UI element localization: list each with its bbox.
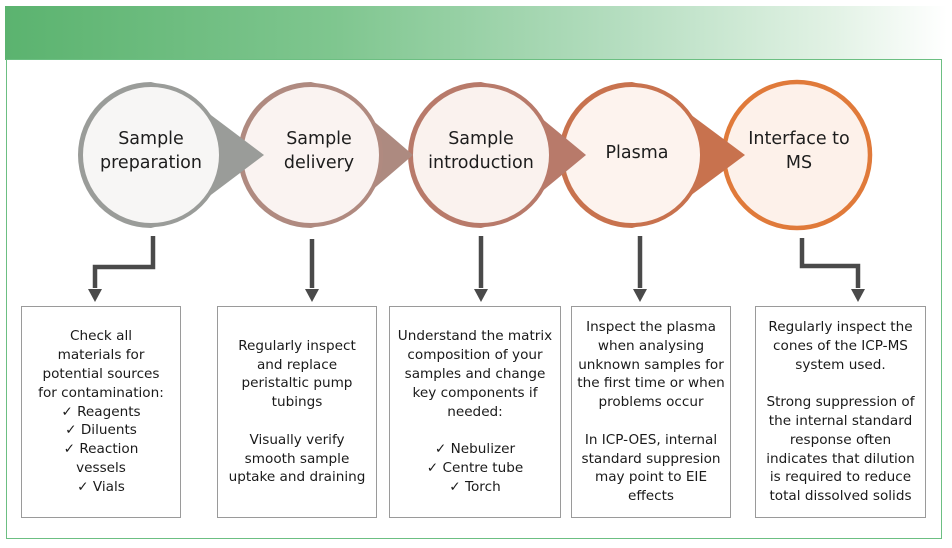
box-text: Regularly inspect [238, 337, 356, 354]
stage-label-sample-introduction: Sample introduction [411, 127, 551, 175]
box-text: is required to reduce [769, 469, 912, 486]
box-text: vessels [76, 459, 126, 476]
stage-label-line: Sample [286, 129, 352, 149]
stage-plasma [559, 82, 745, 228]
box-text: needed: [447, 403, 503, 420]
box-text: may point to EIE [594, 469, 708, 486]
box-text: Inspect the plasma [586, 319, 716, 336]
check-item: Diluents [65, 421, 137, 440]
arrowhead-2 [305, 289, 319, 302]
box-text: problems occur [598, 394, 704, 411]
box-text: unknown samples for [578, 356, 724, 373]
stage-sample-introduction [408, 82, 586, 228]
box-text: tubings [271, 394, 323, 411]
box-sample-delivery: Regularly inspect and replace peristalti… [217, 306, 377, 518]
box-text: standard suppresion [581, 450, 721, 467]
box-interface-to-ms: Regularly inspect the cones of the ICP-M… [755, 306, 926, 518]
box-text: In ICP-OES, internal [584, 431, 718, 448]
stage-label-line: delivery [283, 153, 355, 173]
arrowhead-3 [474, 289, 488, 302]
arrowhead-5 [851, 289, 865, 302]
box-text: for contamination: [38, 384, 164, 401]
box-text: Regularly inspect the [768, 319, 913, 336]
check-item: Reaction [64, 440, 138, 459]
stage-label-line: Interface to [748, 129, 850, 149]
box-text: response often [789, 431, 892, 448]
box-text: total dissolved solids [769, 488, 912, 505]
box-text: indicates that dilution [766, 450, 915, 467]
box-text: peristaltic pump [241, 375, 353, 392]
stage-label-line: MS [785, 153, 813, 173]
box-plasma: Inspect the plasma when analysing unknow… [571, 306, 731, 518]
box-text: and replace [256, 356, 338, 373]
box-text: composition of your [407, 347, 543, 364]
box-text: Strong suppression of [766, 394, 915, 411]
check-item: Vials [77, 478, 125, 497]
stage-sample-preparation [78, 82, 264, 228]
box-text: cones of the ICP-MS [773, 337, 908, 354]
stage-sample-delivery [238, 82, 413, 228]
box-sample-introduction: Understand the matrix composition of you… [389, 306, 561, 518]
check-item: Nebulizer [435, 440, 515, 459]
box-text: smooth sample [244, 450, 350, 467]
header-banner [5, 6, 947, 60]
stage-label-sample-preparation: Sample preparation [81, 127, 221, 175]
box-text: when analysing [597, 337, 705, 354]
box-text: uptake and draining [228, 469, 366, 486]
arrowhead-1 [88, 289, 102, 302]
stage-label-plasma: Plasma [567, 141, 707, 165]
box-text: Understand the matrix [397, 328, 553, 345]
stage-label-sample-delivery: Sample delivery [249, 127, 389, 175]
stage-label-interface-to-ms: Interface to MS [729, 127, 869, 175]
connector-arrow-1 [92, 236, 156, 288]
box-text: Visually verify [249, 431, 345, 448]
box-text: system used. [795, 356, 886, 373]
box-text: the first time or when [577, 375, 725, 392]
box-text: key components if [412, 384, 538, 401]
stage-label-line: Sample [448, 129, 514, 149]
box-text: the internal standard [768, 413, 913, 429]
stage-label-line: Plasma [605, 143, 669, 163]
stage-label-line: Sample [118, 129, 184, 149]
stage-label-line: preparation [100, 153, 202, 173]
arrowhead-4 [633, 289, 647, 302]
check-item: Centre tube [427, 459, 524, 478]
box-text: potential sources [42, 366, 160, 382]
box-text: effects [628, 488, 674, 505]
box-text: materials for [57, 347, 145, 364]
check-item: Torch [449, 478, 501, 497]
connector-arrow-5 [799, 238, 861, 288]
box-sample-preparation: Check all materials for potential source… [21, 306, 181, 518]
box-text: samples and change [404, 366, 546, 382]
check-item: Reagents [61, 403, 141, 422]
stage-label-line: introduction [428, 153, 534, 173]
box-text: Check all [69, 328, 133, 345]
